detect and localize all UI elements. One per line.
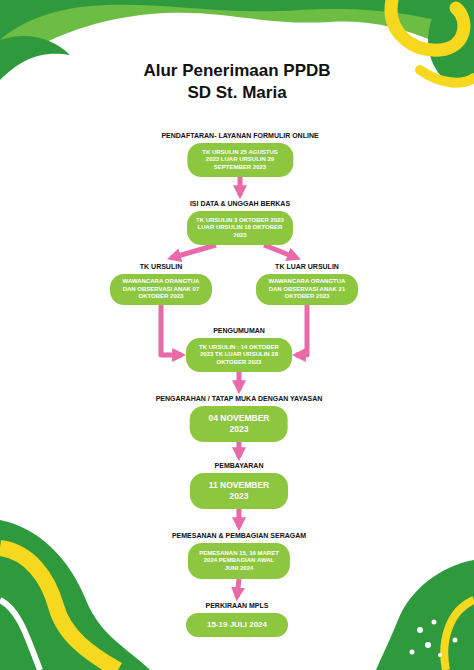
bottom-right-swoosh — [444, 600, 474, 670]
step-heading: PEMESANAN & PEMBAGIAN SERAGAM — [172, 531, 306, 540]
step-heading: ISI DATA & UNGGAH BERKAS — [190, 199, 290, 208]
flow-arrow — [237, 372, 242, 390]
step-heading: PENGUMUMAN — [213, 326, 265, 335]
step-heading: PEMBAYARAN — [215, 461, 264, 470]
process-step: ISI DATA & UNGGAH BERKAS TK URSULIN 3 OKT… — [187, 199, 293, 245]
process-step: TK LUAR URSULIN WAWANCARA ORANGTUA DAN OB… — [256, 262, 358, 305]
top-right-swoosh — [420, 70, 474, 83]
process-step: PENGARAHAN / TATAP MUKA DENGAN YAYASAN 04… — [156, 394, 323, 442]
process-step: PENGUMUMAN TK URSULIN : 14 OKTOBER 2023 T… — [186, 326, 292, 372]
step-heading: PENDAFTARAN- LAYANAN FORMULIR ONLINE — [161, 131, 318, 140]
step-pill: TK URSULIN : 14 OKTOBER 2023 TK LUAR URS… — [186, 338, 292, 372]
bottom-left-line — [0, 600, 40, 670]
process-step: PEMBAYARAN 11 NOVEMBER 2023 — [190, 461, 288, 509]
step-pill: TK URSULIN 25 AGUSTUS 2023 LUAR URSULIN … — [187, 143, 293, 177]
step-detail: TK URSULIN : 14 OKTOBER 2023 TK LUAR URS… — [195, 344, 283, 367]
top-right-loop — [391, 0, 464, 50]
flow-arrow — [236, 442, 241, 457]
step-pill: WAWANCARA ORANGTUA DAN OBSERVASI ANAK 21… — [256, 274, 358, 305]
step-detail: 11 NOVEMBER 2023 — [199, 480, 279, 501]
step-detail: TK URSULIN 25 AGUSTUS 2023 LUAR URSULIN … — [196, 149, 284, 172]
step-detail: WAWANCARA ORANGTUA DAN OBSERVASI ANAK 07… — [119, 278, 203, 301]
flow-arrow — [238, 177, 243, 195]
process-step: PENDAFTARAN- LAYANAN FORMULIR ONLINE TK U… — [161, 131, 318, 177]
top-left-curl — [0, 36, 70, 80]
step-heading: TK LUAR URSULIN — [275, 262, 339, 271]
white-dots — [410, 620, 458, 658]
step-pill: 04 NOVEMBER 2023 — [190, 406, 288, 442]
step-heading: PERKIRAAN MPLS — [205, 601, 268, 610]
step-pill: 11 NOVEMBER 2023 — [190, 473, 288, 509]
step-detail: 04 NOVEMBER 2023 — [199, 413, 279, 434]
step-pill: PEMESANAN 15, 16 MARET 2024 PEMBAGIAN AW… — [188, 543, 290, 579]
step-pill: 15-19 JULI 2024 — [186, 613, 288, 637]
flow-arrow — [237, 579, 239, 597]
diagram-title: Alur Penerimaan PPDB SD St. Maria — [137, 60, 337, 104]
step-heading: PENGARAHAN / TATAP MUKA DENGAN YAYASAN — [156, 394, 323, 403]
step-detail: WAWANCARA ORANGTUA DAN OBSERVASI ANAK 21… — [265, 278, 349, 301]
step-heading: TK URSULIN — [140, 262, 182, 271]
step-pill: WAWANCARA ORANGTUA DAN OBSERVASI ANAK 07… — [110, 274, 212, 305]
bottom-left-swoosh — [0, 548, 118, 670]
step-detail: PEMESANAN 15, 16 MARET 2024 PEMBAGIAN AW… — [197, 550, 281, 573]
flow-arrow — [264, 245, 297, 258]
flow-arrow — [171, 245, 216, 258]
step-pill: TK URSULIN 3 OKTOBER 2023 LUAR URSULIN 1… — [187, 211, 293, 245]
step-detail: TK URSULIN 3 OKTOBER 2023 LUAR URSULIN 1… — [196, 217, 284, 240]
flow-arrow — [237, 509, 242, 527]
flow-arrow — [161, 305, 182, 356]
bottom-right-blob — [376, 560, 474, 670]
process-step: TK URSULIN WAWANCARA ORANGTUA DAN OBSERVA… — [110, 262, 212, 305]
step-detail: 15-19 JULI 2024 — [207, 620, 267, 630]
flow-arrow — [296, 305, 307, 356]
process-step: PEMESANAN & PEMBAGIAN SERAGAM PEMESANAN 1… — [172, 531, 306, 579]
top-wave-light — [0, 0, 474, 70]
bottom-left-blob — [0, 520, 150, 670]
process-step: PERKIRAAN MPLS 15-19 JULI 2024 — [186, 601, 288, 637]
